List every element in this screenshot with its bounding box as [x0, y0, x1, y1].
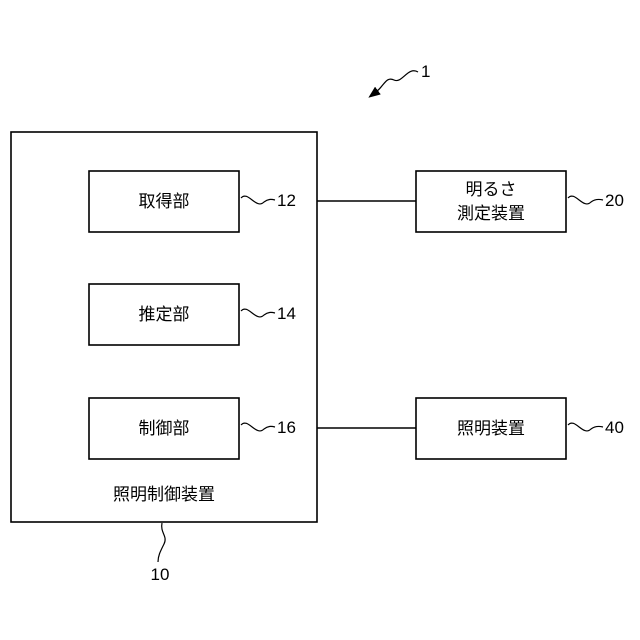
- lighting-device-ref-number: 40: [605, 418, 624, 437]
- controller-label: 照明制御装置: [113, 485, 215, 505]
- controller-ref-leader: [158, 523, 165, 562]
- brightness-sensor-label-line1: 明るさ: [466, 180, 517, 200]
- brightness-sensor-label-line2: 測定装置: [457, 204, 525, 224]
- controller-ref-number: 10: [151, 565, 170, 584]
- acquisition-unit-label: 取得部: [139, 192, 190, 212]
- system-ref-arrow: [376, 71, 418, 92]
- estimation-unit-label: 推定部: [139, 305, 190, 325]
- lighting-device: 照明装置 40: [416, 398, 624, 459]
- brightness-sensor-ref-leader: [568, 196, 603, 204]
- lighting-device-ref-leader: [568, 423, 603, 431]
- system-ref-number: 1: [421, 62, 430, 81]
- estimation-unit-ref-number: 14: [277, 304, 296, 323]
- acquisition-unit-ref-number: 12: [277, 191, 296, 210]
- brightness-measurement-device: 明るさ 測定装置 20: [416, 171, 624, 232]
- system-reference: 1: [376, 62, 430, 92]
- control-unit-ref-number: 16: [277, 418, 296, 437]
- control-unit-label: 制御部: [139, 419, 190, 439]
- lighting-device-label: 照明装置: [457, 419, 525, 439]
- brightness-sensor-ref-number: 20: [605, 191, 624, 210]
